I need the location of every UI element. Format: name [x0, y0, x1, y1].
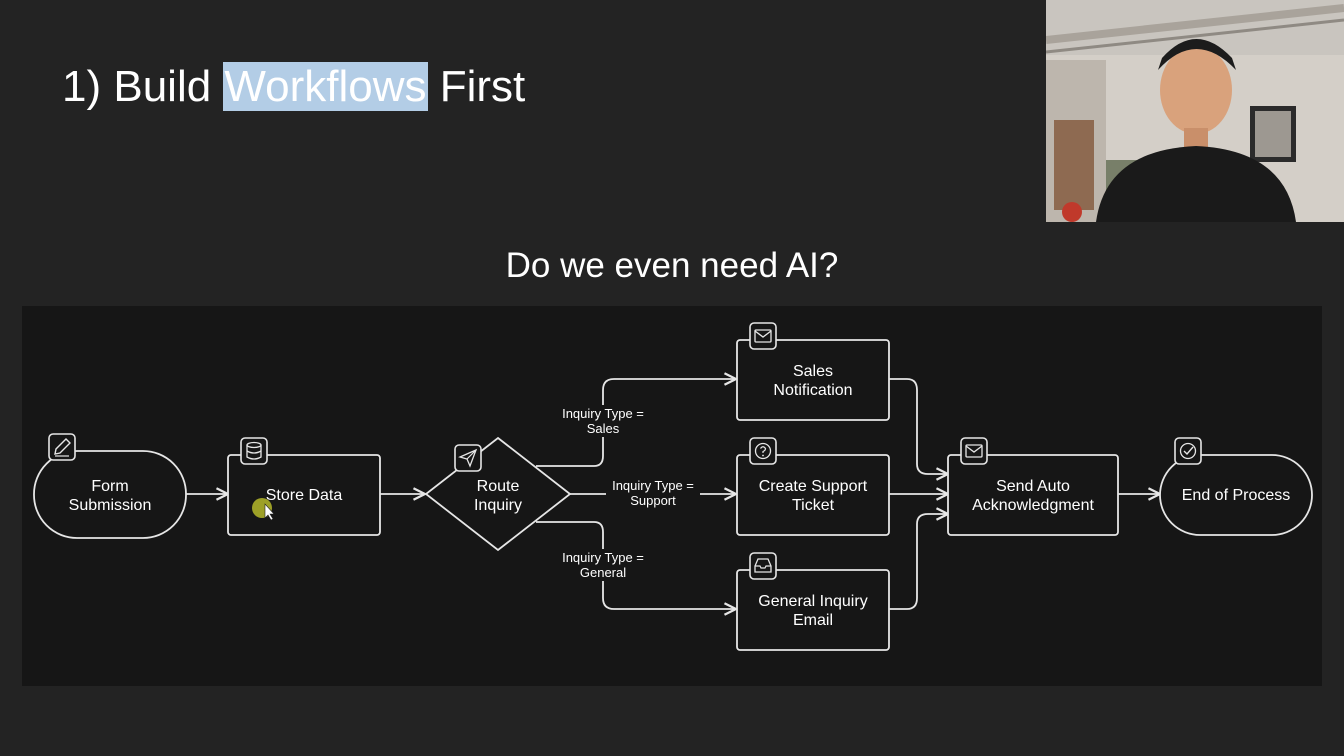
node-sales-notification-line2: Notification	[773, 382, 852, 399]
node-route-inquiry-line1: Route	[477, 478, 520, 495]
edge-label-general-line1: Inquiry Type =	[562, 550, 644, 565]
node-create-support-ticket[interactable]: Create Support Ticket	[736, 454, 890, 536]
node-create-support-ticket-line2: Ticket	[792, 497, 835, 514]
node-end-of-process-label: End of Process	[1182, 487, 1291, 504]
slide-title: 1) Build Workflows First	[62, 62, 525, 112]
node-form-submission[interactable]: Form Submission	[33, 450, 187, 539]
mail-icon	[749, 322, 777, 350]
node-route-inquiry-line2: Inquiry	[474, 497, 522, 514]
send-icon	[454, 444, 482, 472]
node-send-auto-acknowledgment-line2: Acknowledgment	[972, 497, 1094, 514]
edge-label-support-line2: Support	[630, 493, 676, 508]
edge-label-general: Inquiry Type = General	[556, 549, 650, 581]
node-send-auto-acknowledgment-line1: Send Auto	[996, 478, 1070, 495]
edge-label-support-line1: Inquiry Type =	[612, 478, 694, 493]
node-store-data-label: Store Data	[266, 487, 343, 504]
title-suffix: First	[427, 62, 526, 111]
node-general-inquiry-email-line2: Email	[793, 612, 833, 629]
webcam-image	[1046, 0, 1344, 222]
node-send-auto-acknowledgment[interactable]: Send Auto Acknowledgment	[947, 454, 1119, 536]
node-end-of-process[interactable]: End of Process	[1159, 454, 1313, 536]
mail-icon	[960, 437, 988, 465]
node-create-support-ticket-line1: Create Support	[759, 478, 868, 495]
help-circle-icon	[749, 437, 777, 465]
edge-label-general-line2: General	[580, 565, 626, 580]
node-form-submission-line2: Submission	[69, 497, 152, 514]
edge-sales-to-ack	[889, 378, 948, 474]
title-prefix: 1) Build	[62, 62, 224, 111]
node-general-inquiry-email-line1: General Inquiry	[758, 593, 867, 610]
check-circle-icon	[1174, 437, 1202, 465]
node-general-inquiry-email[interactable]: General Inquiry Email	[736, 569, 890, 651]
node-sales-notification[interactable]: Sales Notification	[736, 339, 890, 421]
node-form-submission-line1: Form	[91, 478, 128, 495]
edge-general-to-ack	[889, 514, 948, 610]
node-store-data[interactable]: Store Data	[227, 454, 381, 536]
presenter-webcam	[1046, 0, 1344, 222]
edge-label-sales-line1: Inquiry Type =	[562, 406, 644, 421]
edge-label-sales-line2: Sales	[587, 421, 620, 436]
inbox-icon	[749, 552, 777, 580]
diagram-canvas: Inquiry Type = Sales Inquiry Type = Supp…	[22, 306, 1322, 686]
node-sales-notification-line1: Sales	[793, 363, 833, 380]
pencil-icon	[48, 433, 76, 461]
cursor-marker	[252, 498, 275, 521]
edge-label-sales: Inquiry Type = Sales	[556, 405, 650, 437]
edge-label-support: Inquiry Type = Support	[606, 478, 700, 510]
workflow-diagram: Inquiry Type = Sales Inquiry Type = Supp…	[22, 306, 1322, 686]
database-icon	[240, 437, 268, 465]
title-highlight[interactable]: Workflows	[223, 62, 428, 111]
slide-subtitle: Do we even need AI?	[505, 246, 839, 285]
